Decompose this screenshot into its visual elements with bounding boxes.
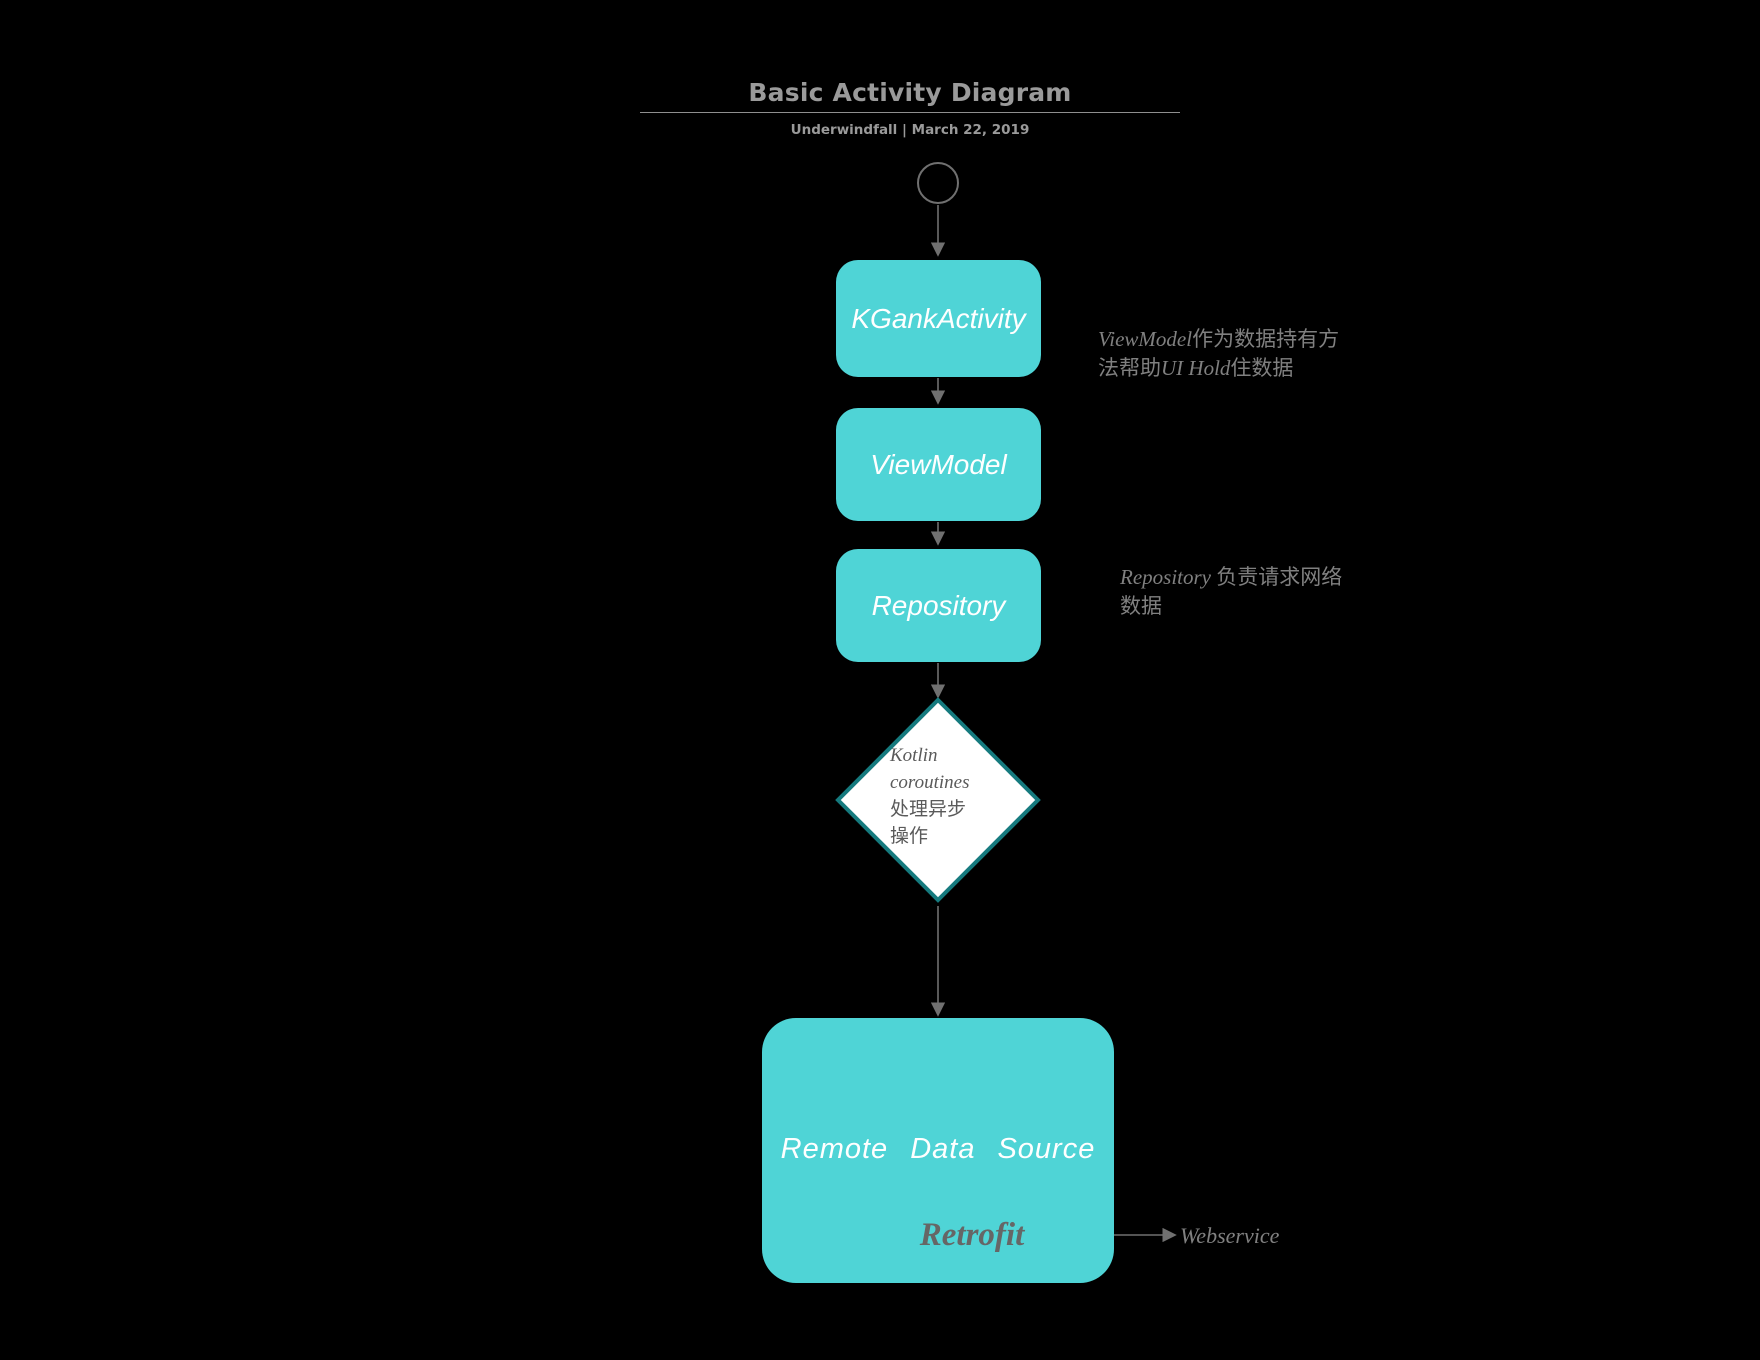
node-remote-data-source[interactable]: Remote Data Source Retrofit bbox=[762, 1018, 1114, 1283]
remote-data-source-label: Remote Data Source bbox=[762, 1133, 1114, 1166]
start-node[interactable] bbox=[917, 162, 959, 204]
node-kgank-activity[interactable]: KGankActivity bbox=[836, 260, 1041, 377]
node-viewmodel-label: ViewModel bbox=[870, 448, 1007, 480]
node-kgank-activity-label: KGankActivity bbox=[851, 302, 1026, 334]
webservice-label: Webservice bbox=[1180, 1223, 1280, 1248]
annotation-repository: Repository 负责请求网络数据 bbox=[1120, 563, 1360, 621]
title-divider bbox=[640, 112, 1180, 113]
decision-line-2: coroutines bbox=[890, 772, 970, 793]
decision-line-3: 处理异步 bbox=[890, 799, 967, 820]
annotation-viewmodel-latin: ViewModel bbox=[1098, 327, 1193, 351]
remote-word-source: Source bbox=[997, 1133, 1096, 1165]
remote-word-remote: Remote bbox=[780, 1133, 889, 1165]
annotation-viewmodel-tail-2: 住数 bbox=[1230, 356, 1273, 380]
node-viewmodel[interactable]: ViewModel bbox=[836, 408, 1041, 521]
annotation-viewmodel-line-3: 据 bbox=[1272, 356, 1294, 380]
decision-diamond-shape[interactable] bbox=[835, 697, 1041, 903]
diagram-header: Basic Activity Diagram Underwindfall | M… bbox=[640, 78, 1180, 138]
page-subtitle: Underwindfall | March 22, 2019 bbox=[790, 122, 1030, 138]
decision-line-4: 操作 bbox=[890, 826, 929, 847]
page-title: Basic Activity Diagram bbox=[748, 78, 1072, 107]
annotation-viewmodel-pre-2: 有方法帮助 bbox=[1098, 327, 1340, 380]
annotation-repository-latin: Repository bbox=[1120, 565, 1211, 589]
node-repository[interactable]: Repository bbox=[836, 549, 1041, 662]
annotation-viewmodel-tail-1: 作为数据持 bbox=[1192, 327, 1298, 351]
node-decision: Kotlin coroutines 处理异步 操作 bbox=[838, 700, 1038, 900]
annotation-repository-tail-1: 负责请求网 bbox=[1210, 565, 1322, 589]
annotation-viewmodel-latin-2: UI Hold bbox=[1161, 356, 1231, 380]
retrofit-label: Retrofit bbox=[919, 1217, 1025, 1253]
annotation-viewmodel: ViewModel作为数据持有方法帮助UI Hold住数据 bbox=[1098, 325, 1341, 383]
annotation-repository-line-2: 络数据 bbox=[1120, 565, 1343, 618]
decision-line-1: Kotlin bbox=[890, 745, 938, 766]
decision-label: Kotlin coroutines 处理异步 操作 bbox=[890, 742, 1030, 850]
remote-word-data: Data bbox=[910, 1133, 976, 1165]
node-repository-label: Repository bbox=[871, 589, 1006, 621]
